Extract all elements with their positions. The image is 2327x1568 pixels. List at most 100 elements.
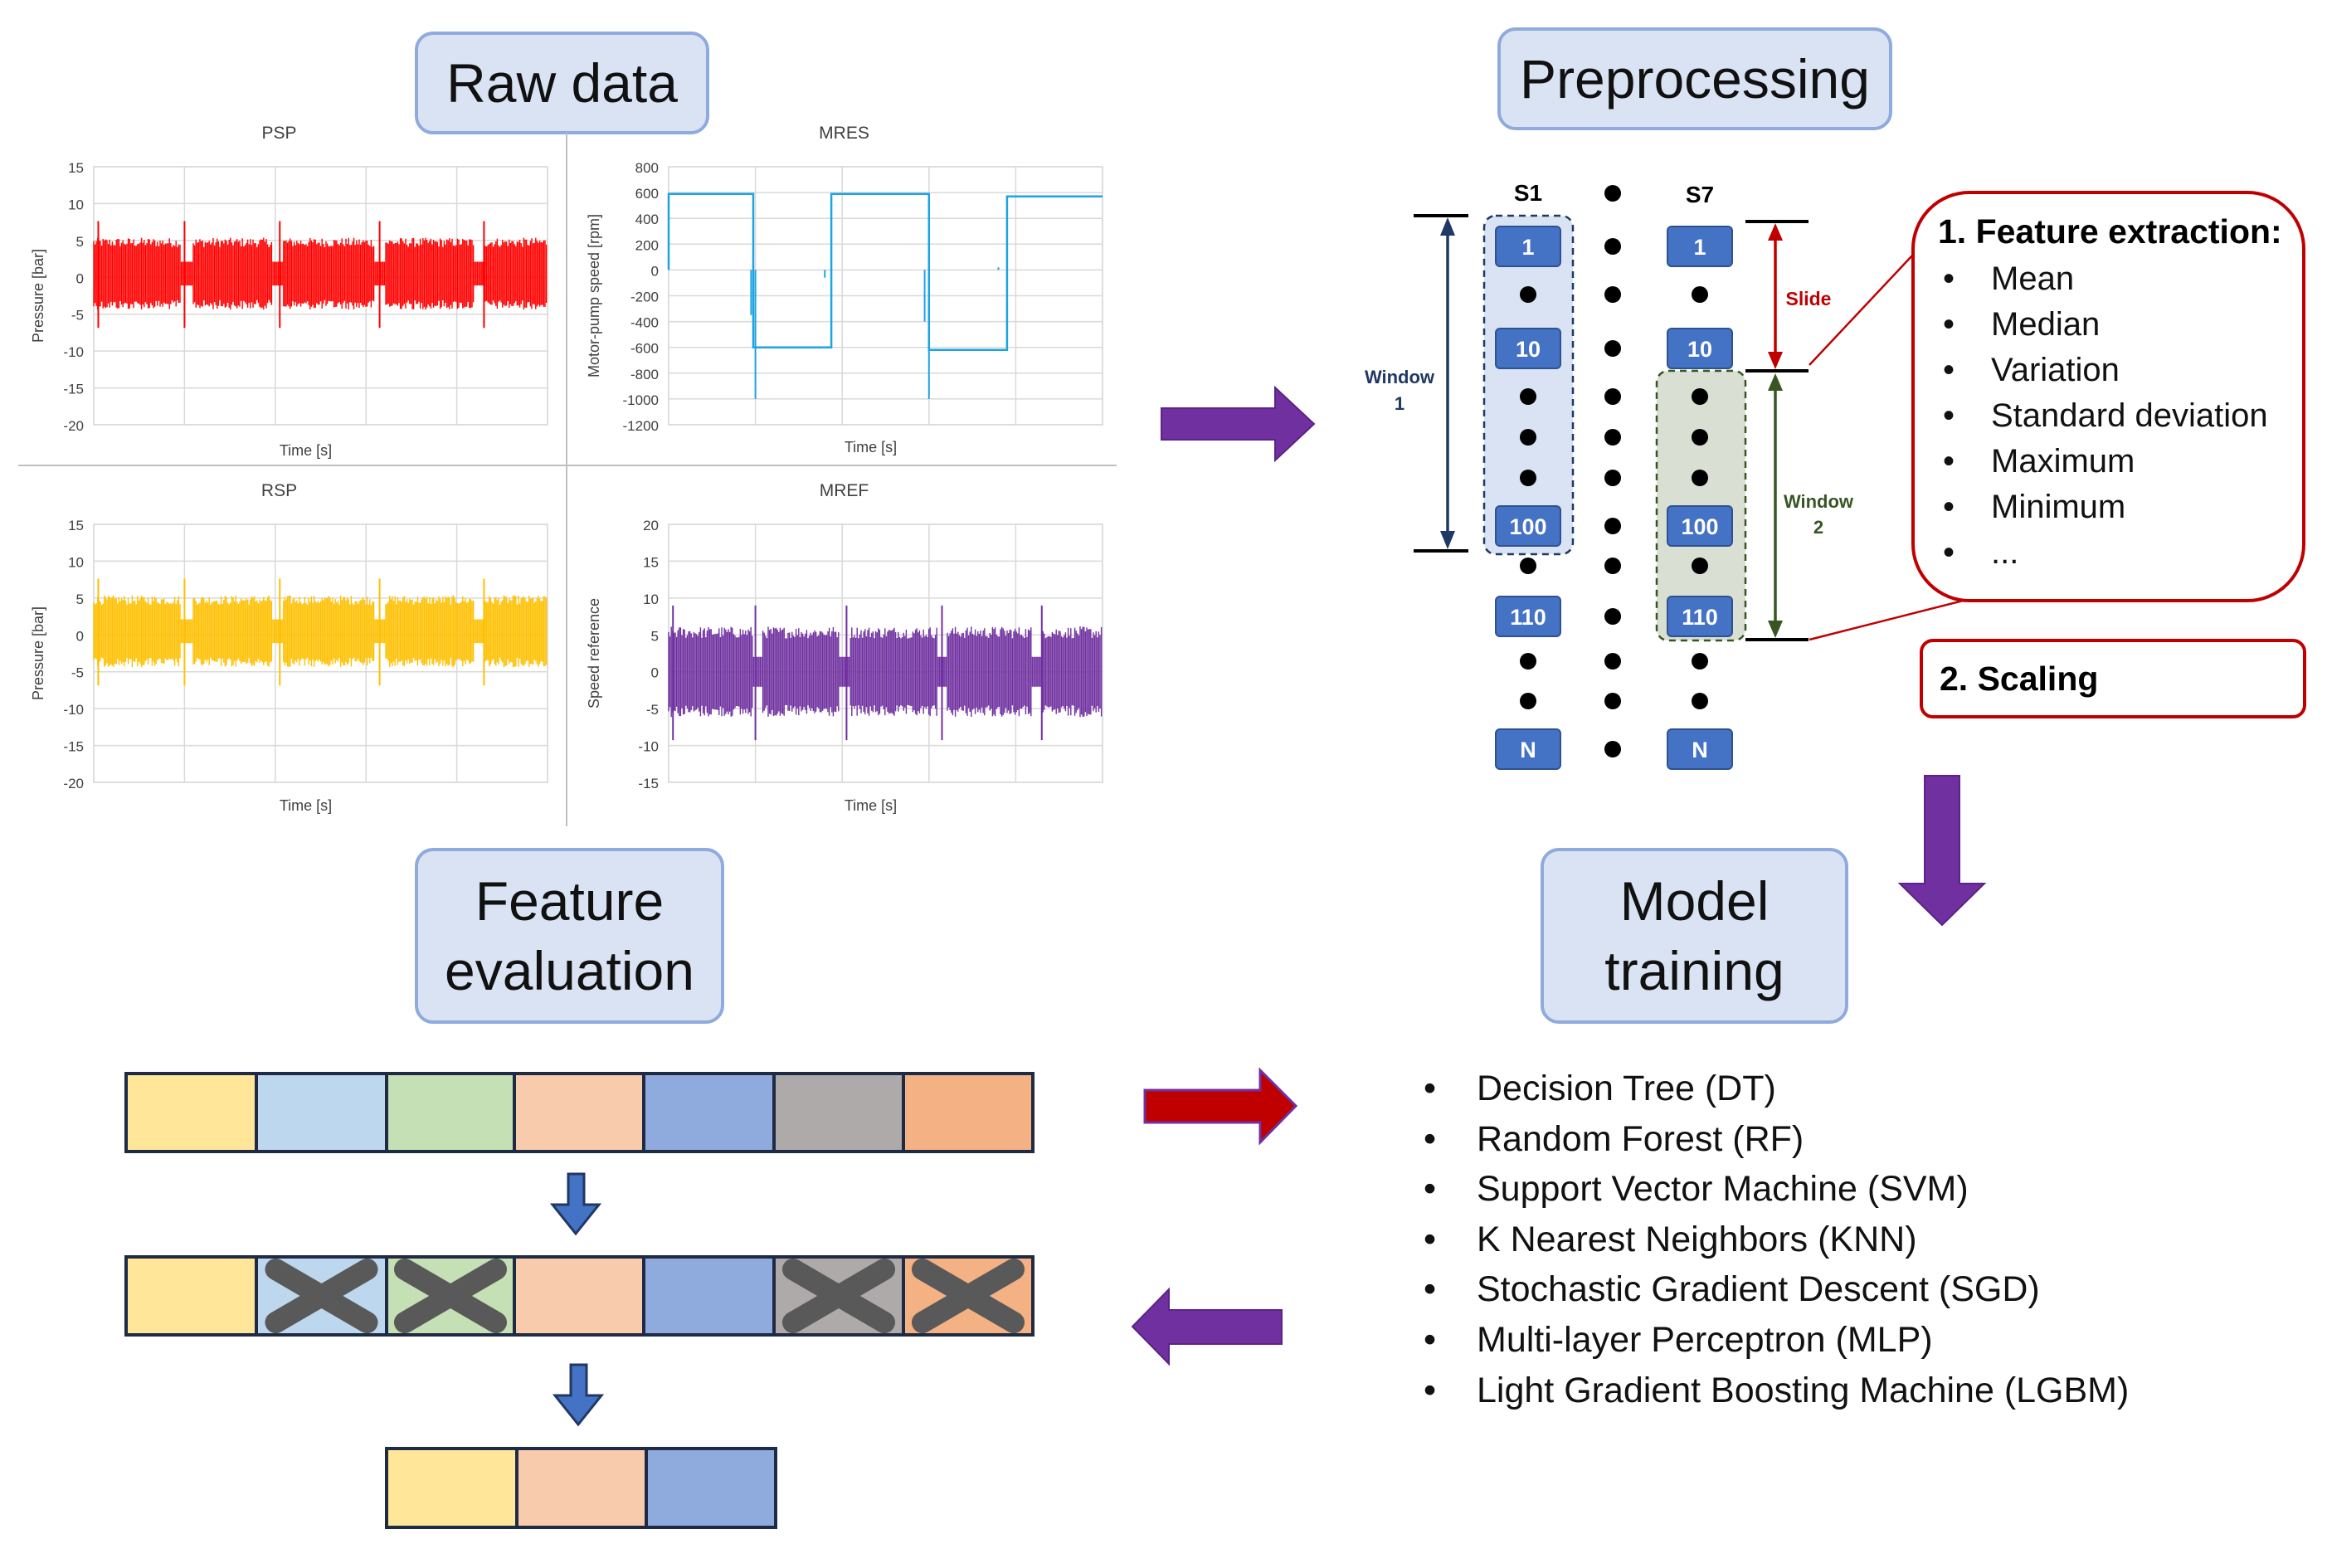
ellipsis-dot [1604, 693, 1621, 709]
y-tick-label: -5 [71, 665, 84, 681]
y-tick-label: 10 [68, 554, 84, 570]
slide-arrowhead [1768, 352, 1783, 369]
y-tick-label: -20 [63, 776, 84, 791]
feature-cell [124, 1072, 258, 1153]
y-tick-label: -20 [63, 418, 84, 434]
feature-cell [642, 1255, 776, 1337]
feature-cell [902, 1072, 1034, 1153]
ellipsis-dot [1604, 185, 1621, 202]
model-item: Stochastic Gradient Descent (SGD) [1420, 1264, 2129, 1315]
y-axis-label: Speed reference [586, 598, 602, 709]
feature-cell [385, 1072, 516, 1153]
s1-box [1495, 328, 1561, 369]
s1-box [1495, 596, 1561, 637]
arrow-to-models [1143, 1067, 1298, 1146]
s7-box-label: 1 [1693, 235, 1706, 260]
y-tick-label: 600 [635, 186, 659, 202]
feature-cell [642, 1072, 776, 1153]
y-tick-label: -5 [71, 308, 84, 324]
feature-extraction-title: 1. Feature extraction: [1938, 212, 2282, 251]
slide-label: Slide [1786, 288, 1832, 309]
feature-cell [513, 1072, 645, 1153]
y-tick-label: 5 [76, 592, 84, 607]
chart-title: PSP [261, 124, 296, 143]
feature-selection-bars [124, 1072, 1034, 1529]
feature-cell [645, 1447, 777, 1529]
ellipsis-dot [1520, 388, 1536, 405]
s7-box-label: 10 [1687, 337, 1712, 362]
x-axis-label: Time [s] [845, 439, 897, 455]
feature-extraction-list: Mean Median Variation Standard deviation… [1938, 256, 2302, 576]
remove-cross [782, 1259, 895, 1333]
feature-item: ... [1938, 530, 2302, 576]
arrow-to-model-training [1897, 775, 1987, 927]
callout-line [1809, 596, 1977, 641]
s7-box [1667, 328, 1733, 369]
ellipsis-dot [1692, 558, 1708, 574]
feature-item: Maximum [1938, 439, 2302, 485]
ellipsis-dot [1520, 653, 1536, 670]
feature-cell [124, 1255, 258, 1337]
arrow-to-preprocessing [1161, 385, 1316, 463]
y-tick-label: -5 [646, 702, 659, 718]
scaling-label: 2. Scaling [1940, 659, 2099, 698]
ellipsis-dot [1604, 518, 1621, 534]
ellipsis-dot [1692, 286, 1708, 303]
s1-box-label: 110 [1510, 605, 1546, 630]
y-tick-label: -10 [63, 702, 84, 718]
x-axis-label: Time [s] [280, 797, 332, 814]
y-tick-label: -200 [630, 290, 659, 305]
model-item: Decision Tree (DT) [1420, 1064, 2129, 1114]
y-tick-label: 5 [651, 628, 659, 644]
y-tick-label: 0 [651, 263, 659, 279]
remove-cross [912, 1259, 1025, 1333]
y-tick-label: -400 [630, 315, 659, 331]
s1-box [1495, 505, 1561, 547]
ellipsis-dot [1692, 653, 1708, 670]
y-tick-label: 15 [68, 518, 84, 533]
s7-box-label: 110 [1682, 605, 1718, 630]
y-tick-label: -15 [63, 382, 84, 397]
remove-cross [394, 1259, 507, 1333]
s1-box-label: 1 [1521, 235, 1534, 260]
s1-box-label: 100 [1509, 514, 1546, 539]
s7-box [1667, 728, 1733, 770]
preprocessing-title: Preprocessing [1497, 27, 1892, 130]
model-item: Random Forest (RF) [1420, 1114, 2129, 1165]
y-tick-label: -10 [63, 344, 84, 360]
scaling-box: 2. Scaling [1920, 639, 2306, 718]
y-tick-label: -1000 [623, 392, 659, 408]
ellipsis-dot [1520, 558, 1536, 574]
y-tick-label: 0 [76, 270, 84, 286]
ellipsis-dot [1604, 429, 1621, 446]
y-tick-label: 15 [68, 160, 84, 176]
ellipsis-dot [1692, 429, 1708, 446]
chart-title: MREF [820, 481, 869, 500]
feature-item: Minimum [1938, 485, 2302, 530]
feature-cell [772, 1072, 905, 1153]
slide-arrowhead [1768, 223, 1783, 241]
ellipsis-dot [1604, 558, 1621, 574]
y-tick-label: 0 [651, 665, 659, 681]
y-tick-label: 800 [635, 160, 659, 176]
feature-item: Mean [1938, 256, 2302, 302]
y-tick-label: 20 [643, 518, 659, 533]
plot-area [668, 166, 1103, 426]
s7-box [1667, 596, 1733, 637]
y-tick-label: 0 [76, 628, 84, 644]
s1-box-label: 10 [1516, 337, 1541, 362]
window2-arrowhead [1768, 621, 1783, 638]
s1-box [1495, 728, 1561, 770]
ellipsis-dot [1604, 653, 1621, 670]
y-tick-label: -15 [638, 776, 659, 791]
feature-bar-crossed [124, 1255, 1034, 1337]
signal-band [668, 626, 1103, 718]
ellipsis-dot [1520, 286, 1536, 303]
s7-box [1667, 226, 1733, 267]
ellipsis-dot [1604, 741, 1621, 757]
arrow-down-2 [552, 1363, 605, 1427]
